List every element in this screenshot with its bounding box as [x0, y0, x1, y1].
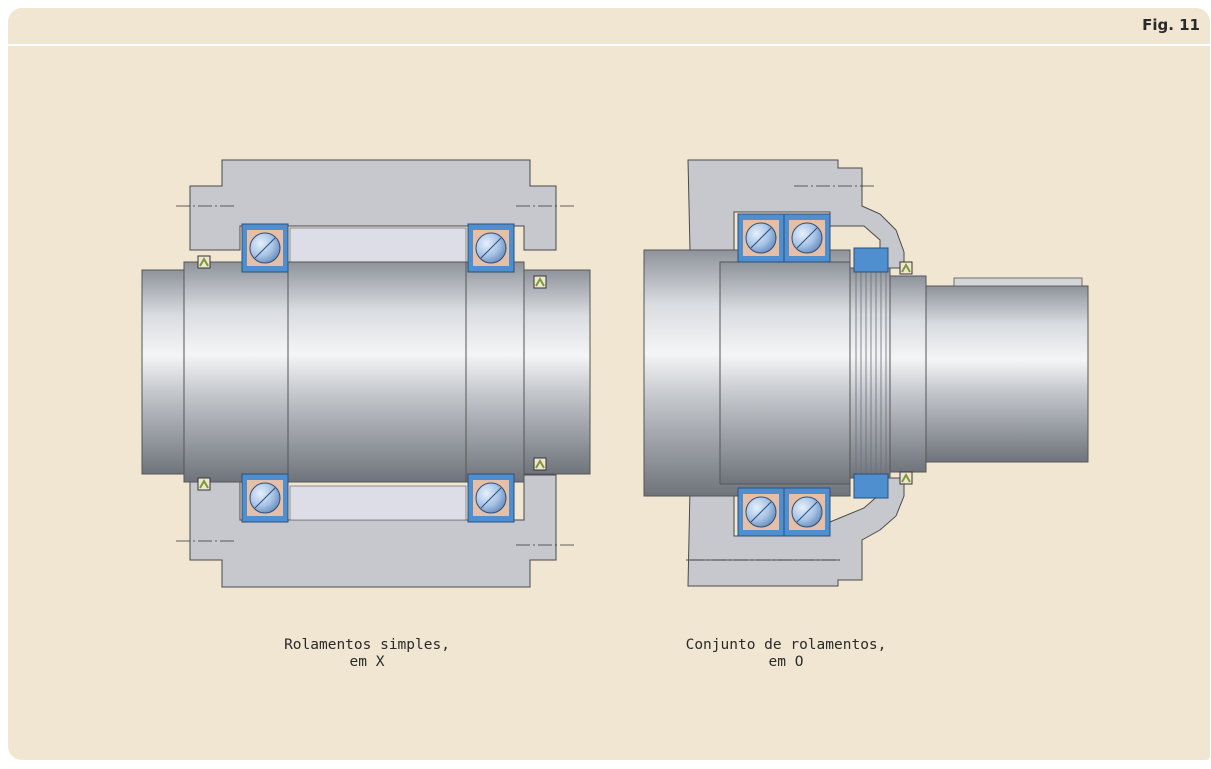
left-seal-4	[533, 457, 547, 471]
right-bearing-bottom-1	[737, 487, 785, 537]
left-seal-2	[533, 275, 547, 289]
left-assembly	[141, 159, 591, 588]
left-housing-bottom	[189, 474, 557, 588]
right-seal-bottom	[899, 471, 913, 485]
right-bearing-top-1	[737, 213, 785, 263]
right-bearing-bottom-2	[783, 487, 831, 537]
right-bearing-top-2	[783, 213, 831, 263]
left-bearing-bottom-left	[241, 473, 289, 523]
right-assembly	[643, 159, 1089, 587]
left-housing-top	[189, 159, 557, 251]
caption-right-line1: Conjunto de rolamentos,	[685, 637, 887, 653]
header-divider	[8, 44, 1210, 46]
left-bearing-bottom-right	[467, 473, 515, 523]
caption-bearing-set: Conjunto de rolamentos, em O	[636, 637, 936, 671]
left-bearing-top-left	[241, 223, 289, 273]
right-housing-top	[687, 159, 905, 269]
left-seal-3	[197, 477, 211, 491]
right-shaft-end	[925, 285, 1089, 463]
left-seal-1	[197, 255, 211, 269]
right-shaft-thread	[849, 267, 891, 479]
figure-label: Fig. 11	[1142, 16, 1200, 34]
caption-right-line2: em O	[768, 654, 804, 670]
left-bearing-top-right	[467, 223, 515, 273]
right-seal-top	[899, 261, 913, 275]
caption-left-line2: em X	[349, 654, 385, 670]
caption-single-bearings: Rolamentos simples, em X	[217, 637, 517, 671]
caption-left-line1: Rolamentos simples,	[284, 637, 450, 653]
